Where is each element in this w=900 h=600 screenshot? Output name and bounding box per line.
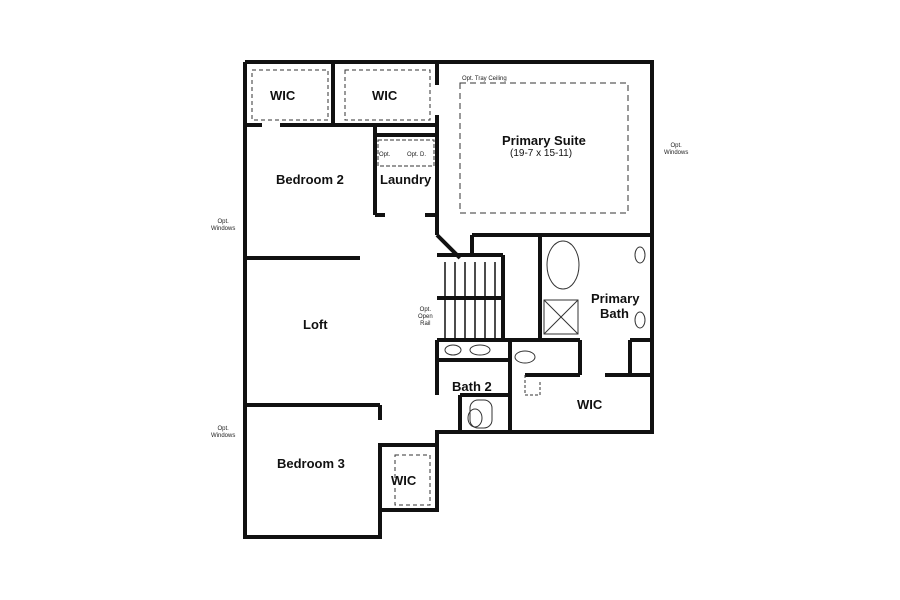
fixtures (251, 69, 646, 506)
room-label-wic-1: WIC (270, 88, 296, 103)
note-windows-right: Opt.Windows (664, 143, 688, 157)
note-text: Opt. (217, 426, 229, 432)
room-label-bedroom-2: Bedroom 2 (276, 172, 344, 187)
walls (243, 60, 654, 539)
note-text: Windows (211, 226, 236, 232)
room-label-bath-2: Bath 2 (452, 379, 492, 394)
note-text: Opt. (217, 219, 229, 225)
note-text: Opt. (419, 307, 432, 313)
note-tray-ceiling: Opt. Tray Ceiling (462, 76, 507, 82)
note-text: Open (418, 314, 433, 320)
note-text: Rail (420, 321, 431, 327)
room-label-wic-2: WIC (372, 88, 398, 103)
room-label-bedroom-3: Bedroom 3 (277, 456, 345, 471)
note-text: Opt. (670, 143, 682, 149)
tray-ceiling-outline (459, 82, 629, 214)
note-windows-left-top: Opt.Windows (211, 219, 235, 233)
room-label-primary-suite: Primary Suite (502, 133, 586, 148)
note-laundry-opt-2: Opt. D. (407, 152, 427, 158)
room-label-laundry: Laundry (380, 172, 432, 187)
note-text: Windows (664, 150, 689, 156)
primary-suite-dimensions: (19-7 x 15-11) (510, 148, 573, 159)
room-label-primary-bath-1: Primary (591, 291, 640, 306)
room-label-wic-3: WIC (391, 473, 417, 488)
note-text: Windows (211, 433, 236, 439)
room-label-primary-bath-2: Bath (600, 306, 629, 321)
room-label-wic-primary: WIC (577, 397, 603, 412)
note-windows-left-bottom: Opt.Windows (211, 426, 235, 440)
note-laundry-opt-1: Opt. (379, 152, 391, 158)
room-label-loft: Loft (303, 317, 328, 332)
